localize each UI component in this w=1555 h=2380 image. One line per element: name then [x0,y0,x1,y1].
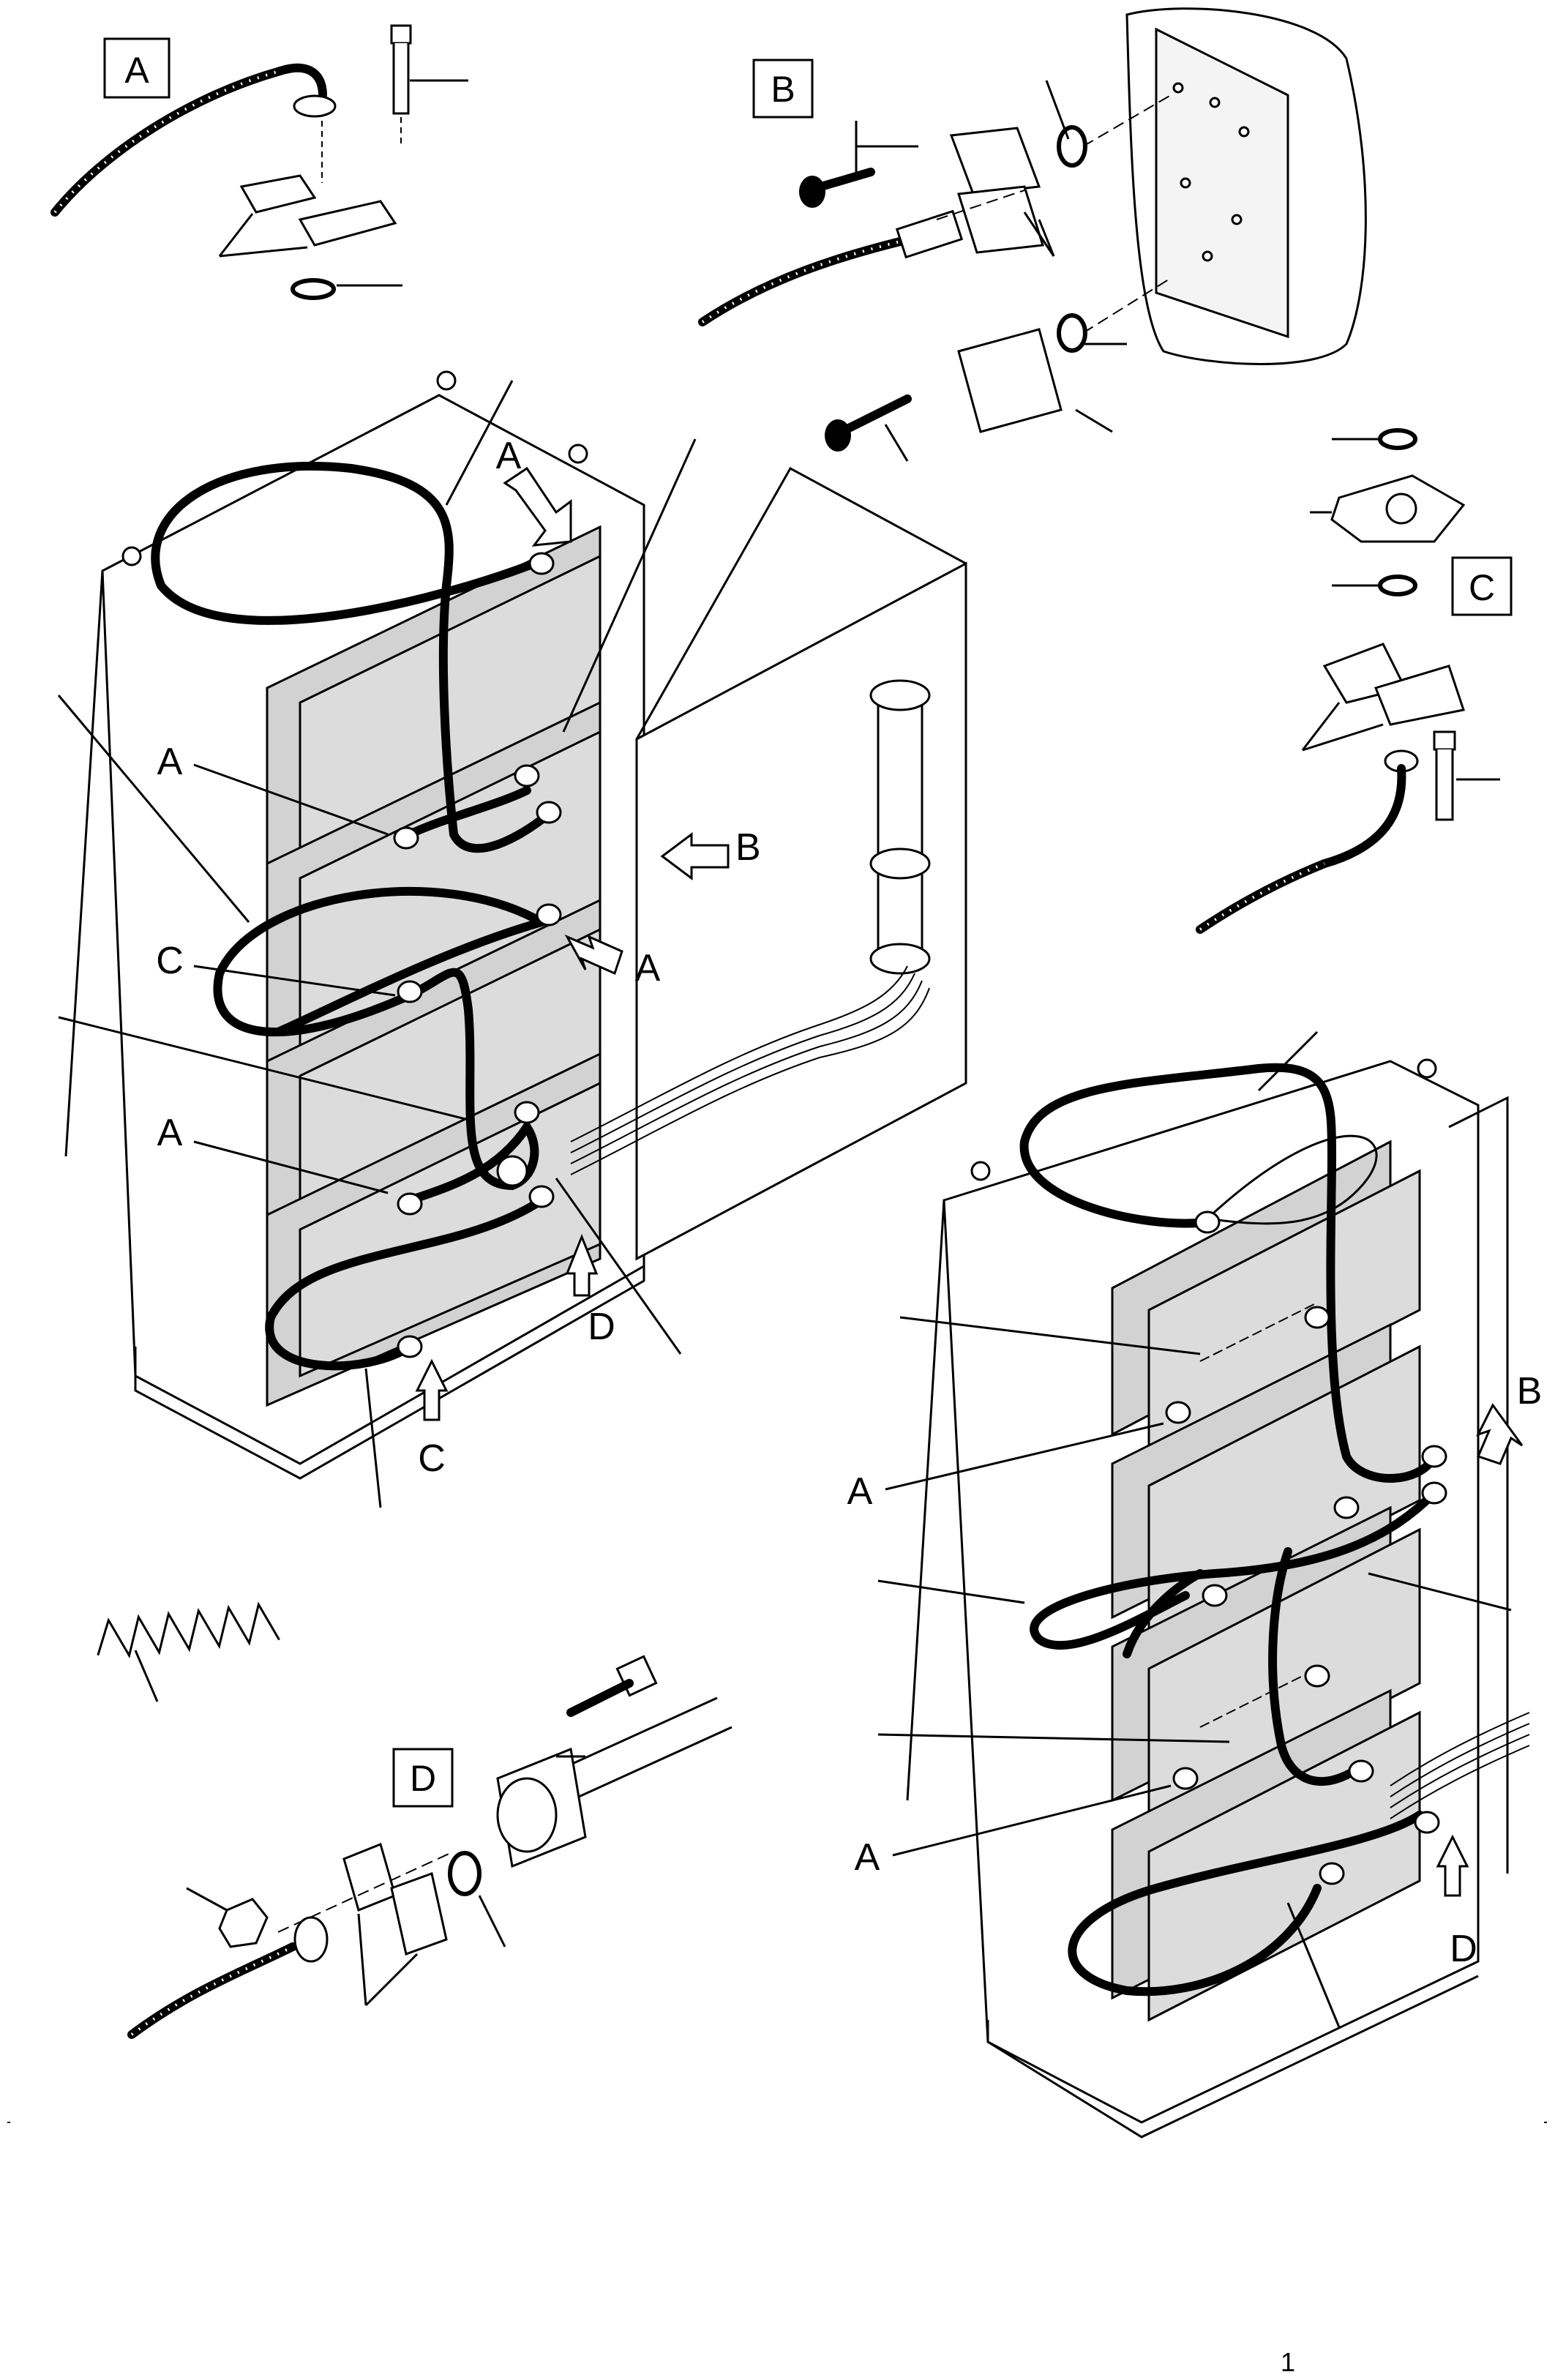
page-number: 1 [1281,2347,1295,2377]
detail-c-hose [1196,859,1329,934]
detail-d-clamp-half [390,1872,448,1956]
detail-b-manifold-plate [1155,27,1289,339]
detail-a-screw-head [390,24,412,45]
detail-d-hose [127,1942,297,2039]
left-hose-2 [405,786,531,839]
right-hose-4 [1068,1811,1424,1997]
detail-b-label: B [771,69,795,110]
detail-d-spring [97,1601,280,1659]
detail-b-box [752,59,814,119]
label-a-1: A [157,741,183,783]
right-label-d: D [1450,1928,1477,1970]
right-cooler-assembly: B A A D [847,1030,1543,2138]
right-hose-2 [1030,1489,1439,1650]
label-c-bottom: C [418,1437,446,1480]
detail-a-screw [392,43,410,115]
left-filter-column [877,694,923,960]
detail-a-clamp-half [239,174,317,214]
left-hose-5 [265,1196,546,1371]
detail-b-o-ring-lower [1057,313,1087,353]
detail-c-o-ring-top [1378,428,1417,450]
label-d: D [588,1306,615,1348]
detail-a-clamp-half [298,200,397,247]
detail-d-nut [218,1898,269,1948]
detail-c-o-ring [1378,575,1417,596]
arrow-a-mid [564,934,623,976]
detail-a-label: A [124,50,149,91]
detail-a-hose [50,65,290,217]
detail-c-screw-head [1433,730,1456,751]
detail-b-o-ring [1057,125,1087,168]
right-label-a-2: A [855,1836,880,1879]
right-label-b: B [1517,1370,1543,1412]
label-b: B [735,826,761,869]
label-a-top: A [496,435,522,477]
detail-a: A [50,24,468,300]
right-arrow-b [1476,1403,1524,1465]
detail-d-label: D [410,1758,436,1799]
label-a-mid: A [635,947,661,989]
detail-b: B [698,7,1367,462]
detail-c-screw [1435,749,1454,821]
arrow-b [660,832,730,880]
right-label-a-1: A [847,1470,873,1513]
label-a-2: A [157,1112,183,1154]
detail-c: C [1196,428,1513,934]
detail-a-box [103,37,171,99]
detail-d-box [392,1748,454,1808]
detail-b-clamp-half [957,185,1044,254]
detail-c-box [1451,556,1513,616]
right-arrow-d [1436,1834,1469,1897]
detail-b-hose [698,237,904,326]
detail-b-clamp-half [949,127,1041,195]
detail-b-screw-head [799,176,825,208]
detail-c-hose-bend [1320,764,1406,868]
detail-d-clamp-half [342,1842,397,1912]
detail-a-flange-head [293,94,337,118]
label-c: C [156,940,184,982]
arrow-a-top [503,466,572,547]
right-hose-1 [1019,1063,1439,1483]
arrow-c [415,1358,449,1421]
detail-c-label: C [1469,567,1495,608]
left-cooler-assembly: A A B C A A D C [57,370,967,1508]
left-hose-4 [405,1123,531,1205]
right-hose-3 [1268,1547,1358,1786]
detail-d: D [97,1601,732,2039]
detail-c-clamp-half [1374,665,1465,726]
detail-b-blind-cover [957,328,1063,433]
detail-d-o-ring [448,1851,482,1896]
arrow-d [565,1233,599,1297]
detail-a-o-ring [291,278,336,300]
